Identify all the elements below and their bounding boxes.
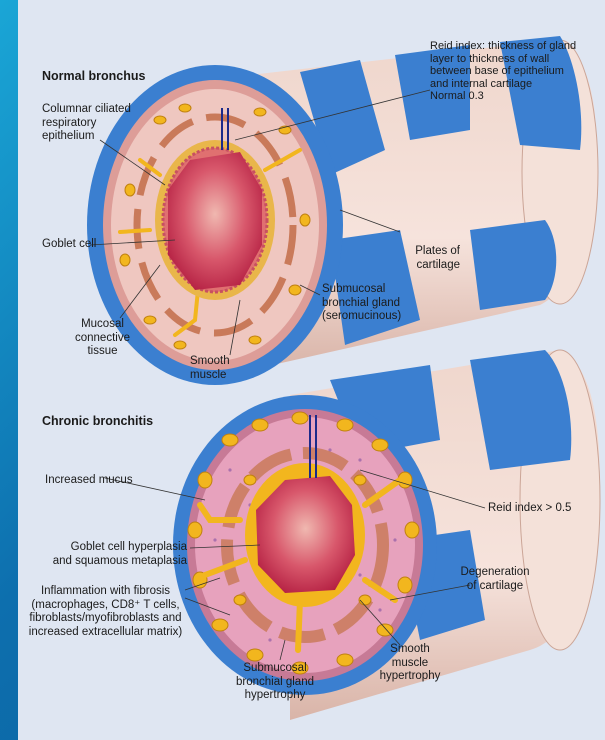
chronic-bronchitis-title: Chronic bronchitis: [42, 415, 153, 429]
plates-of-cartilage-label: Plates of cartilage: [385, 245, 460, 272]
goblet-hyperplasia-label: Goblet cell hyperplasia and squamous met…: [22, 541, 187, 568]
smooth-muscle-hypertrophy-label: Smooth muscle hypertrophy: [370, 643, 450, 684]
goblet-cell-label: Goblet cell: [42, 238, 96, 252]
smooth-muscle-label: Smooth muscle: [190, 355, 230, 382]
submucosal-gland-hypertrophy-label: Submucosal bronchial gland hypertrophy: [220, 662, 330, 703]
increased-mucus-label: Increased mucus: [45, 474, 133, 488]
columnar-epithelium-label: Columnar ciliated respiratory epithelium: [42, 103, 131, 144]
degeneration-of-cartilage-label: Degeneration of cartilage: [445, 566, 545, 593]
reid-index-normal-label: Reid index: thickness of gland layer to …: [430, 40, 605, 103]
mucosal-connective-tissue-label: Mucosal connective tissue: [55, 318, 150, 359]
submucosal-gland-label: Submucosal bronchial gland (seromucinous…: [322, 283, 401, 324]
inflammation-fibrosis-label: Inflammation with fibrosis (macrophages,…: [18, 585, 193, 639]
normal-bronchus-title: Normal bronchus: [42, 70, 146, 84]
reid-index-chronic-label: Reid index > 0.5: [488, 502, 571, 516]
